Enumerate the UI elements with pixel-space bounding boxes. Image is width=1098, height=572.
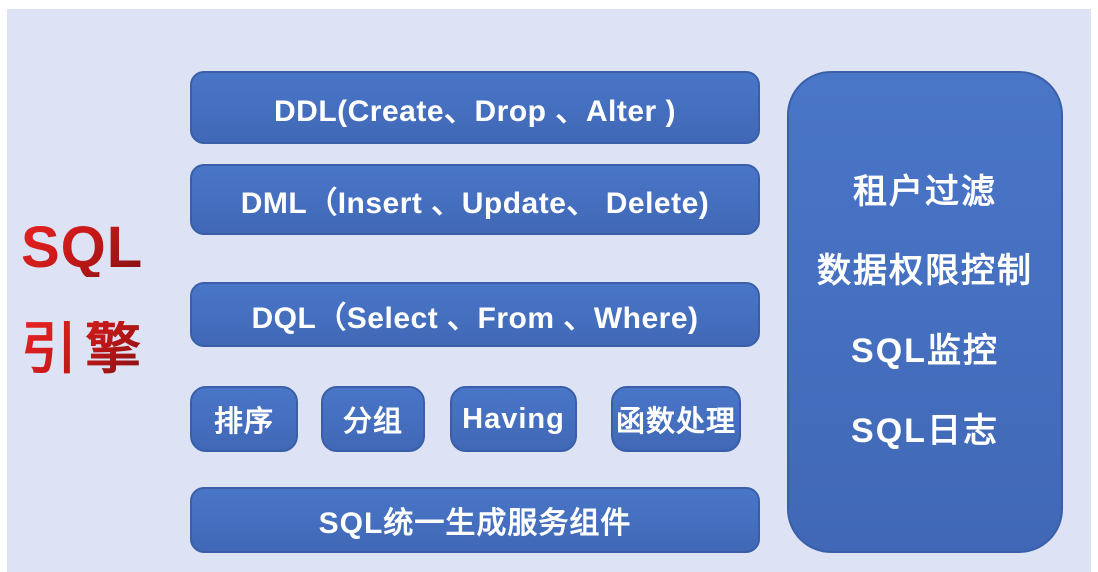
- group-box: 分组: [321, 386, 425, 452]
- sql-generation-service-box: SQL统一生成服务组件: [190, 487, 760, 553]
- diagram-title-engine: 引擎: [21, 317, 149, 380]
- side-panel: 租户过滤 数据权限控制 SQL监控 SQL日志: [787, 71, 1063, 553]
- having-box: Having: [450, 386, 577, 452]
- dql-box: DQL（Select 、From 、Where): [190, 282, 760, 347]
- side-item-sql-monitoring: SQL监控: [851, 332, 999, 370]
- sort-box: 排序: [190, 386, 298, 452]
- side-item-tenant-filter: 租户过滤: [853, 172, 997, 211]
- ddl-box: DDL(Create、Drop 、Alter ): [190, 71, 760, 144]
- diagram-title-sql: SQL: [21, 215, 144, 280]
- dml-box: DML（Insert 、Update、 Delete): [190, 164, 760, 235]
- side-item-sql-log: SQL日志: [851, 411, 999, 450]
- sql-engine-diagram: SQL 引擎 DDL(Create、Drop 、Alter ) DML（Inse…: [7, 9, 1091, 572]
- side-item-data-permission-control: 数据权限控制: [817, 252, 1033, 291]
- function-processing-box: 函数处理: [611, 386, 741, 452]
